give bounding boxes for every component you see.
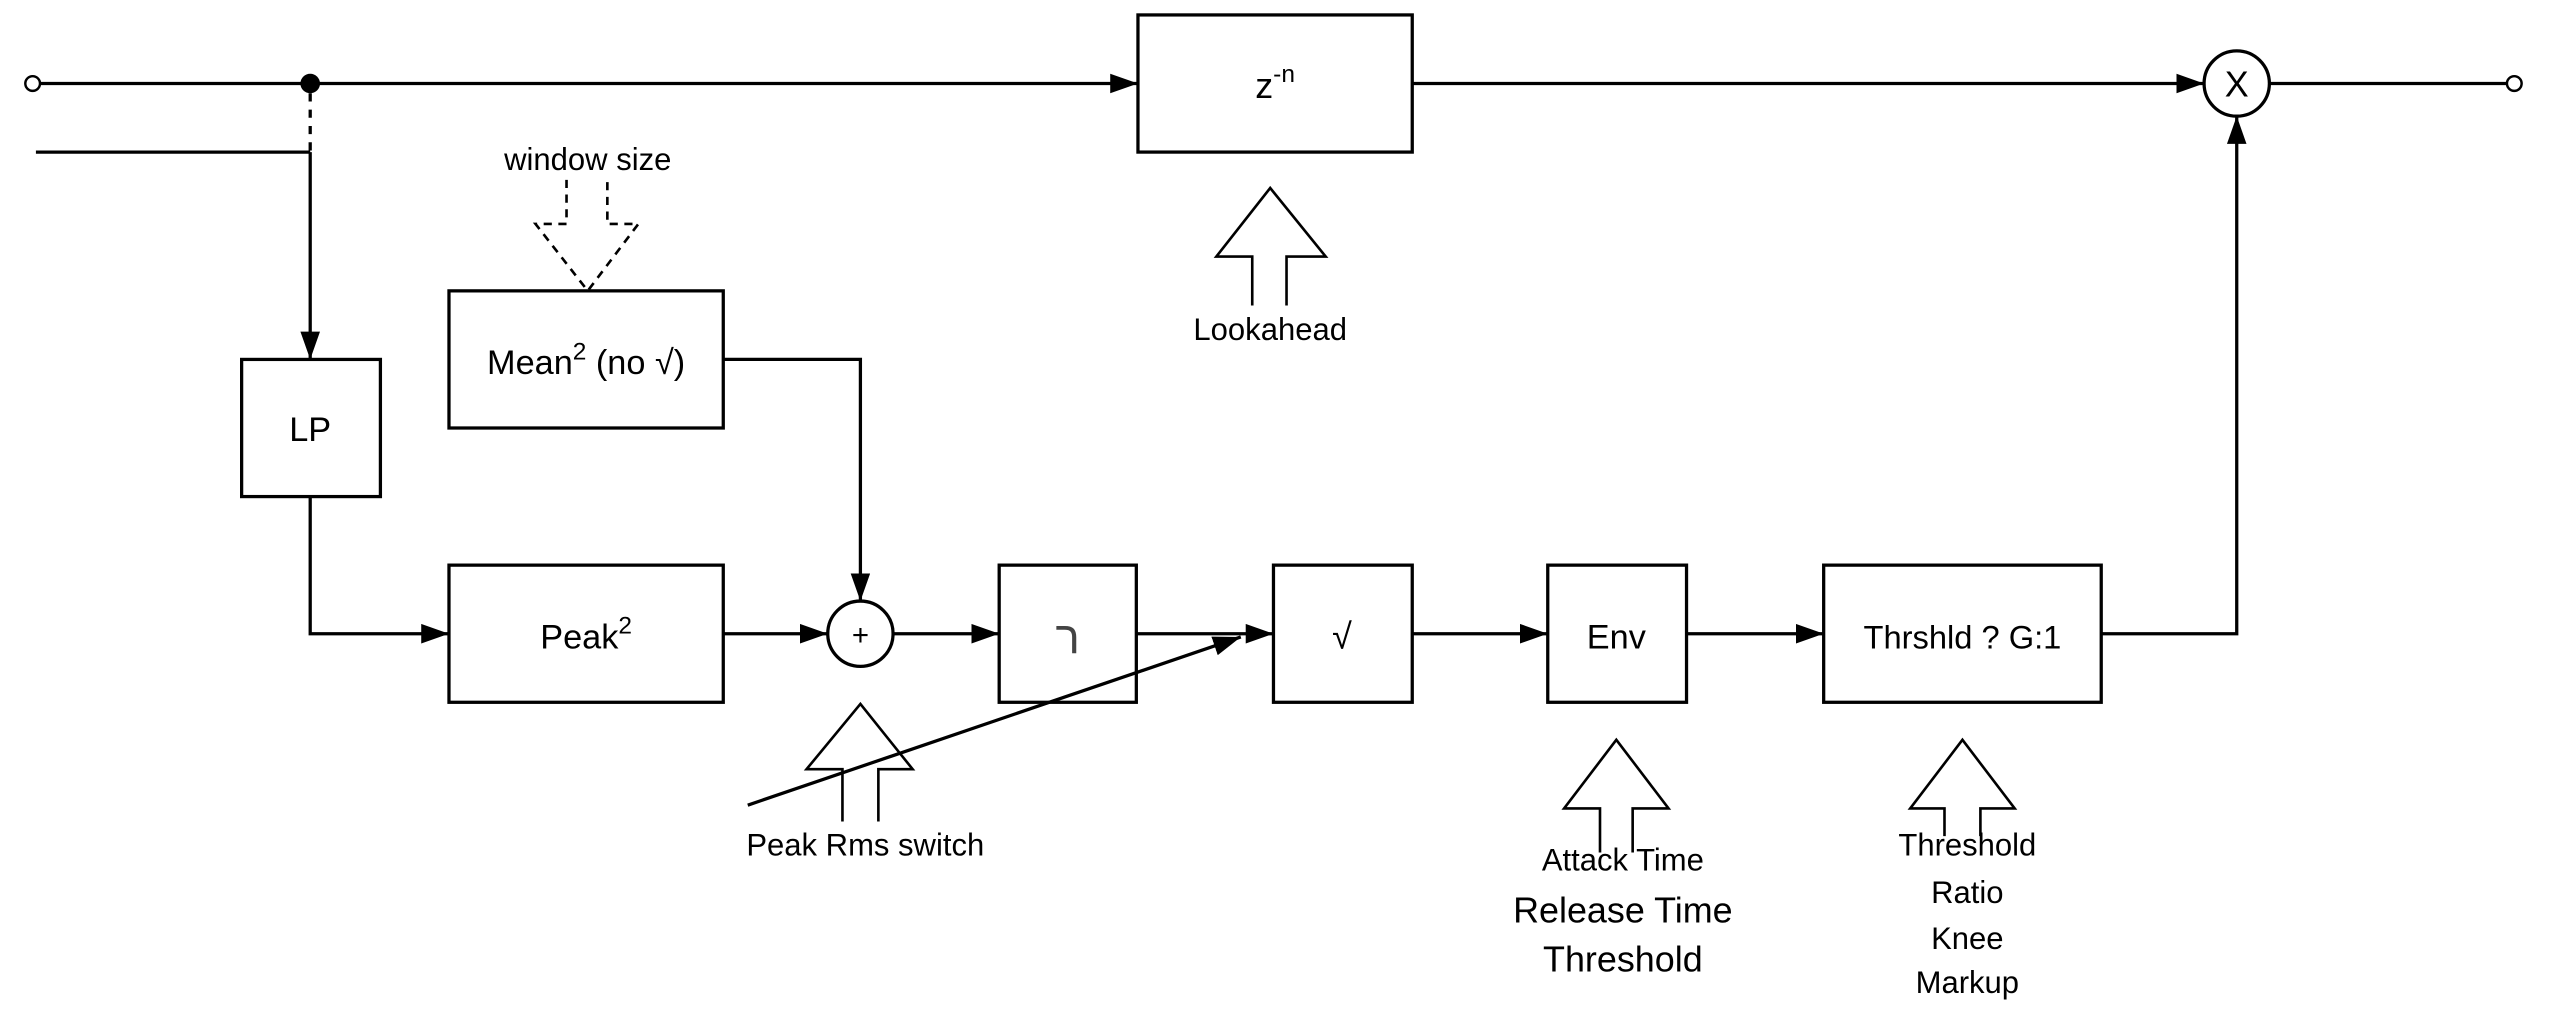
svg-text:+: + bbox=[852, 619, 869, 652]
junction-dot bbox=[300, 73, 320, 94]
threshold-param-threshold: Threshold bbox=[1898, 828, 2036, 863]
svg-text:Thrshld ? G:1: Thrshld ? G:1 bbox=[1864, 618, 2062, 655]
lookahead-arrow-icon bbox=[1213, 185, 1329, 306]
multiplier: X bbox=[2202, 49, 2272, 118]
gain-output-line bbox=[2101, 116, 2247, 636]
resh-block: ר bbox=[997, 563, 1138, 704]
threshold-param-ratio: Ratio bbox=[1931, 875, 2003, 910]
svg-text:LP: LP bbox=[289, 411, 331, 449]
env-param-attack: Attack Time bbox=[1542, 842, 1704, 877]
threshold-param-knee: Knee bbox=[1931, 921, 2003, 956]
window-size-arrow-icon bbox=[532, 179, 641, 294]
summer: + bbox=[826, 599, 895, 668]
threshold-params-arrow-icon bbox=[1907, 737, 2018, 837]
svg-text:X: X bbox=[2225, 64, 2249, 105]
delay-block: z-n bbox=[1136, 13, 1414, 154]
threshold-gain-block: Thrshld ? G:1 bbox=[1822, 563, 2103, 704]
peak-rms-switch-label: Peak Rms switch bbox=[746, 828, 984, 863]
svg-text:Mean2 (no √): Mean2 (no √) bbox=[487, 338, 685, 382]
svg-text:√: √ bbox=[1332, 615, 1352, 656]
peak-square-block: Peak2 bbox=[447, 563, 725, 704]
env-param-threshold: Threshold bbox=[1543, 939, 1703, 980]
svg-text:z-n: z-n bbox=[1255, 61, 1295, 106]
input-terminal bbox=[24, 74, 42, 93]
lookahead-label: Lookahead bbox=[1193, 312, 1347, 347]
svg-text:Env: Env bbox=[1587, 618, 1647, 656]
lp-output-line bbox=[308, 496, 449, 644]
sqrt-block: √ bbox=[1271, 563, 1414, 704]
window-size-label: window size bbox=[503, 142, 671, 177]
env-param-release: Release Time bbox=[1513, 890, 1733, 931]
threshold-param-markup: Markup bbox=[1916, 965, 2019, 1000]
peak-rms-switch-arrow-icon bbox=[803, 701, 916, 822]
svg-text:Peak2: Peak2 bbox=[540, 613, 632, 657]
env-block: Env bbox=[1546, 563, 1689, 704]
mean-square-block: Mean2 (no √) bbox=[447, 289, 725, 430]
diagonal-input-arrow bbox=[747, 635, 1242, 807]
env-params-arrow-icon bbox=[1561, 737, 1672, 853]
svg-text:ר: ר bbox=[1056, 612, 1080, 663]
lp-block: LP bbox=[240, 357, 383, 499]
output-terminal bbox=[2505, 74, 2523, 93]
mean-output-line bbox=[723, 357, 871, 602]
